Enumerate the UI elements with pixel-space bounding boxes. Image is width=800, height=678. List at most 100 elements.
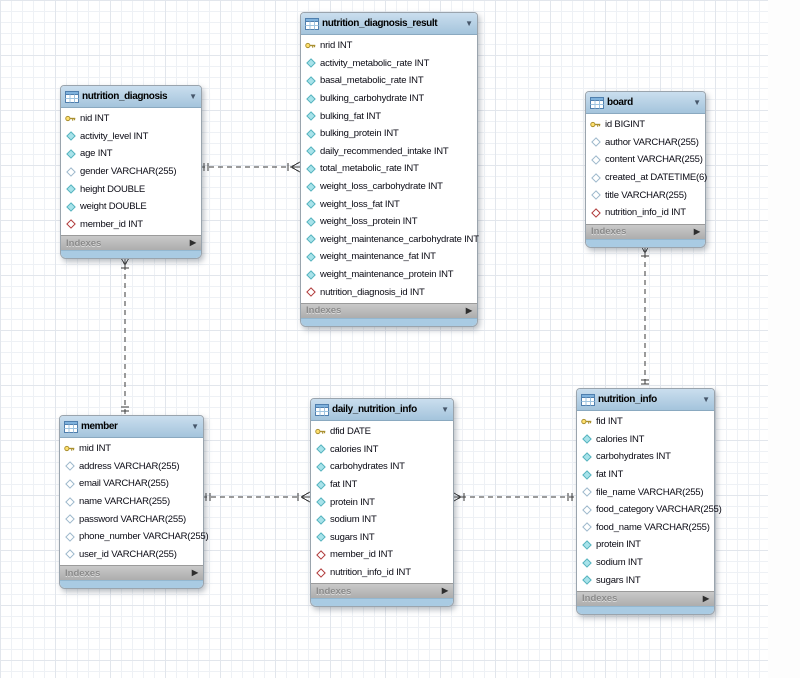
indexes-row[interactable]: Indexes ▶ [311,583,453,599]
column-row[interactable]: total_metabolic_rate INT [301,160,477,178]
column-row[interactable]: sodium INT [311,511,453,529]
column-row[interactable]: weight_maintenance_carbohydrate INT [301,231,479,249]
column-row[interactable]: sugars INT [311,529,453,547]
indexes-row[interactable]: Indexes▶ [586,223,705,239]
column-row[interactable]: gender VARCHAR(255) [61,163,201,181]
indexes-row[interactable]: Indexes▶ [60,565,203,581]
column-row[interactable]: nutrition_info_id INT [311,564,453,582]
column-row[interactable]: carbohydrates INT [577,448,714,466]
column-row[interactable]: fid INT [577,413,714,431]
column-row[interactable]: title VARCHAR(255) [586,186,705,204]
not-null-column-icon [305,76,316,86]
collapse-arrow-icon[interactable]: ▼ [191,421,199,431]
column-row[interactable]: dfid DATE [311,423,453,441]
collapse-arrow-icon[interactable]: ▼ [465,18,473,28]
table-header[interactable]: daily_nutrition_info▼ [311,399,453,421]
column-row[interactable]: protein INT [311,493,453,511]
table-header[interactable]: nutrition_diagnosis_result▼ [301,13,477,35]
not-null-column-icon [305,269,316,280]
column-row[interactable]: nutrition_diagnosis_id INT [301,283,477,301]
column-row[interactable]: name VARCHAR(255) [60,493,203,511]
column-row[interactable]: email VARCHAR(255) [60,475,203,493]
column-row[interactable]: calories INT [577,431,714,449]
table-member[interactable]: member ▼ mid INT address VARCHAR(255) email … [59,415,209,590]
collapse-arrow-icon[interactable]: ▼ [189,91,197,101]
column-row[interactable]: height DOUBLE [61,180,201,198]
table-header[interactable]: nutrition_info▼ [577,389,714,411]
column-row[interactable]: weight_maintenance_protein INT [301,266,477,284]
collapse-arrow-icon[interactable]: ▼ [441,404,449,414]
column-row[interactable]: daily_recommended_intake INT [301,143,477,161]
not-null-column-icon [315,514,326,525]
column-row[interactable]: nrid INT [301,37,477,55]
column-row[interactable]: file_name VARCHAR(255) [577,483,714,501]
column-row[interactable]: password VARCHAR(255) [60,510,203,528]
column-row[interactable]: calories INT [311,441,453,459]
column-row[interactable]: nid INT [61,110,201,128]
indexes-label: Indexes [316,585,352,597]
expand-arrow-icon[interactable]: ▶ [189,238,196,248]
column-row[interactable]: activity_level INT [61,128,201,146]
column-row[interactable]: weight_maintenance_fat INT [301,248,477,266]
column-row[interactable]: weight_loss_carbohydrate INT [301,178,477,196]
relationship-member-daily_nutrition_info[interactable] [202,491,311,503]
not-null-column-icon [65,184,76,194]
column-row[interactable]: member_id INT [311,546,453,564]
column-label: dfid DATE [330,426,371,438]
expand-arrow-icon[interactable]: ▶ [191,568,198,578]
column-row[interactable]: weight DOUBLE [61,198,201,216]
expand-arrow-icon[interactable]: ▶ [702,593,709,603]
column-row[interactable]: carbohydrates INT [311,458,453,476]
table-header[interactable]: member ▼ [60,416,203,438]
column-row[interactable]: nutrition_info_id INT [586,204,705,222]
column-row[interactable]: sodium INT [577,554,714,572]
column-row[interactable]: age INT [61,145,201,163]
relationship-nutrition_diagnosis-nutrition_diagnosis_result[interactable] [200,161,301,173]
column-row[interactable]: basal_metabolic_rate INT [301,72,477,90]
table-header[interactable]: board▼ [586,92,705,114]
column-row[interactable]: fat INT [577,466,714,484]
column-row[interactable]: food_category VARCHAR(255) [577,501,722,519]
not-null-column-icon [305,181,316,192]
column-row[interactable]: id BIGINT [586,116,705,134]
collapse-arrow-icon[interactable]: ▼ [702,394,710,404]
table-daily_nutrition_info[interactable]: daily_nutrition_info▼dfid DATE calories I… [310,398,454,608]
relationship-board-nutrition_info[interactable] [639,243,651,388]
column-row[interactable]: weight_loss_protein INT [301,213,477,231]
expand-arrow-icon[interactable]: ▶ [693,226,700,236]
nullable-column-icon [590,172,601,183]
expand-arrow-icon[interactable]: ▶ [465,305,472,315]
collapse-arrow-icon[interactable]: ▼ [693,97,701,107]
column-row[interactable]: member_id INT [61,216,201,234]
column-row[interactable]: mid INT [60,440,203,458]
column-row[interactable]: activity_metabolic_rate INT [301,55,477,73]
relationship-nutrition_diagnosis-member[interactable] [119,255,131,415]
relationship-daily_nutrition_info-nutrition_info[interactable] [451,491,576,503]
column-row[interactable]: phone_number VARCHAR(255) [60,528,209,546]
column-row[interactable]: weight_loss_fat INT [301,195,477,213]
table-header[interactable]: nutrition_diagnosis▼ [61,86,201,108]
column-row[interactable]: created_at DATETIME(6) [586,169,707,187]
indexes-row[interactable]: Indexes▶ [577,590,714,606]
column-row[interactable]: bulking_carbohydrate INT [301,90,477,108]
column-row[interactable]: address VARCHAR(255) [60,458,203,476]
column-row[interactable]: sugars INT [577,571,714,589]
column-row[interactable]: food_name VARCHAR(255) [577,519,714,537]
column-row[interactable]: content VARCHAR(255) [586,151,705,169]
expand-arrow-icon[interactable]: ▶ [441,586,448,596]
indexes-row[interactable]: Indexes▶ [301,302,477,318]
indexes-row[interactable]: Indexes▶ [61,235,201,251]
column-label: address VARCHAR(255) [79,460,180,472]
column-row[interactable]: author VARCHAR(255) [586,134,705,152]
column-row[interactable]: user_id VARCHAR(255) [60,546,203,564]
column-row[interactable]: protein INT [577,536,714,554]
column-row[interactable]: fat INT [311,476,453,494]
column-row[interactable]: bulking_protein INT [301,125,477,143]
table-title: member [81,421,118,432]
column-row[interactable]: bulking_fat INT [301,107,477,125]
